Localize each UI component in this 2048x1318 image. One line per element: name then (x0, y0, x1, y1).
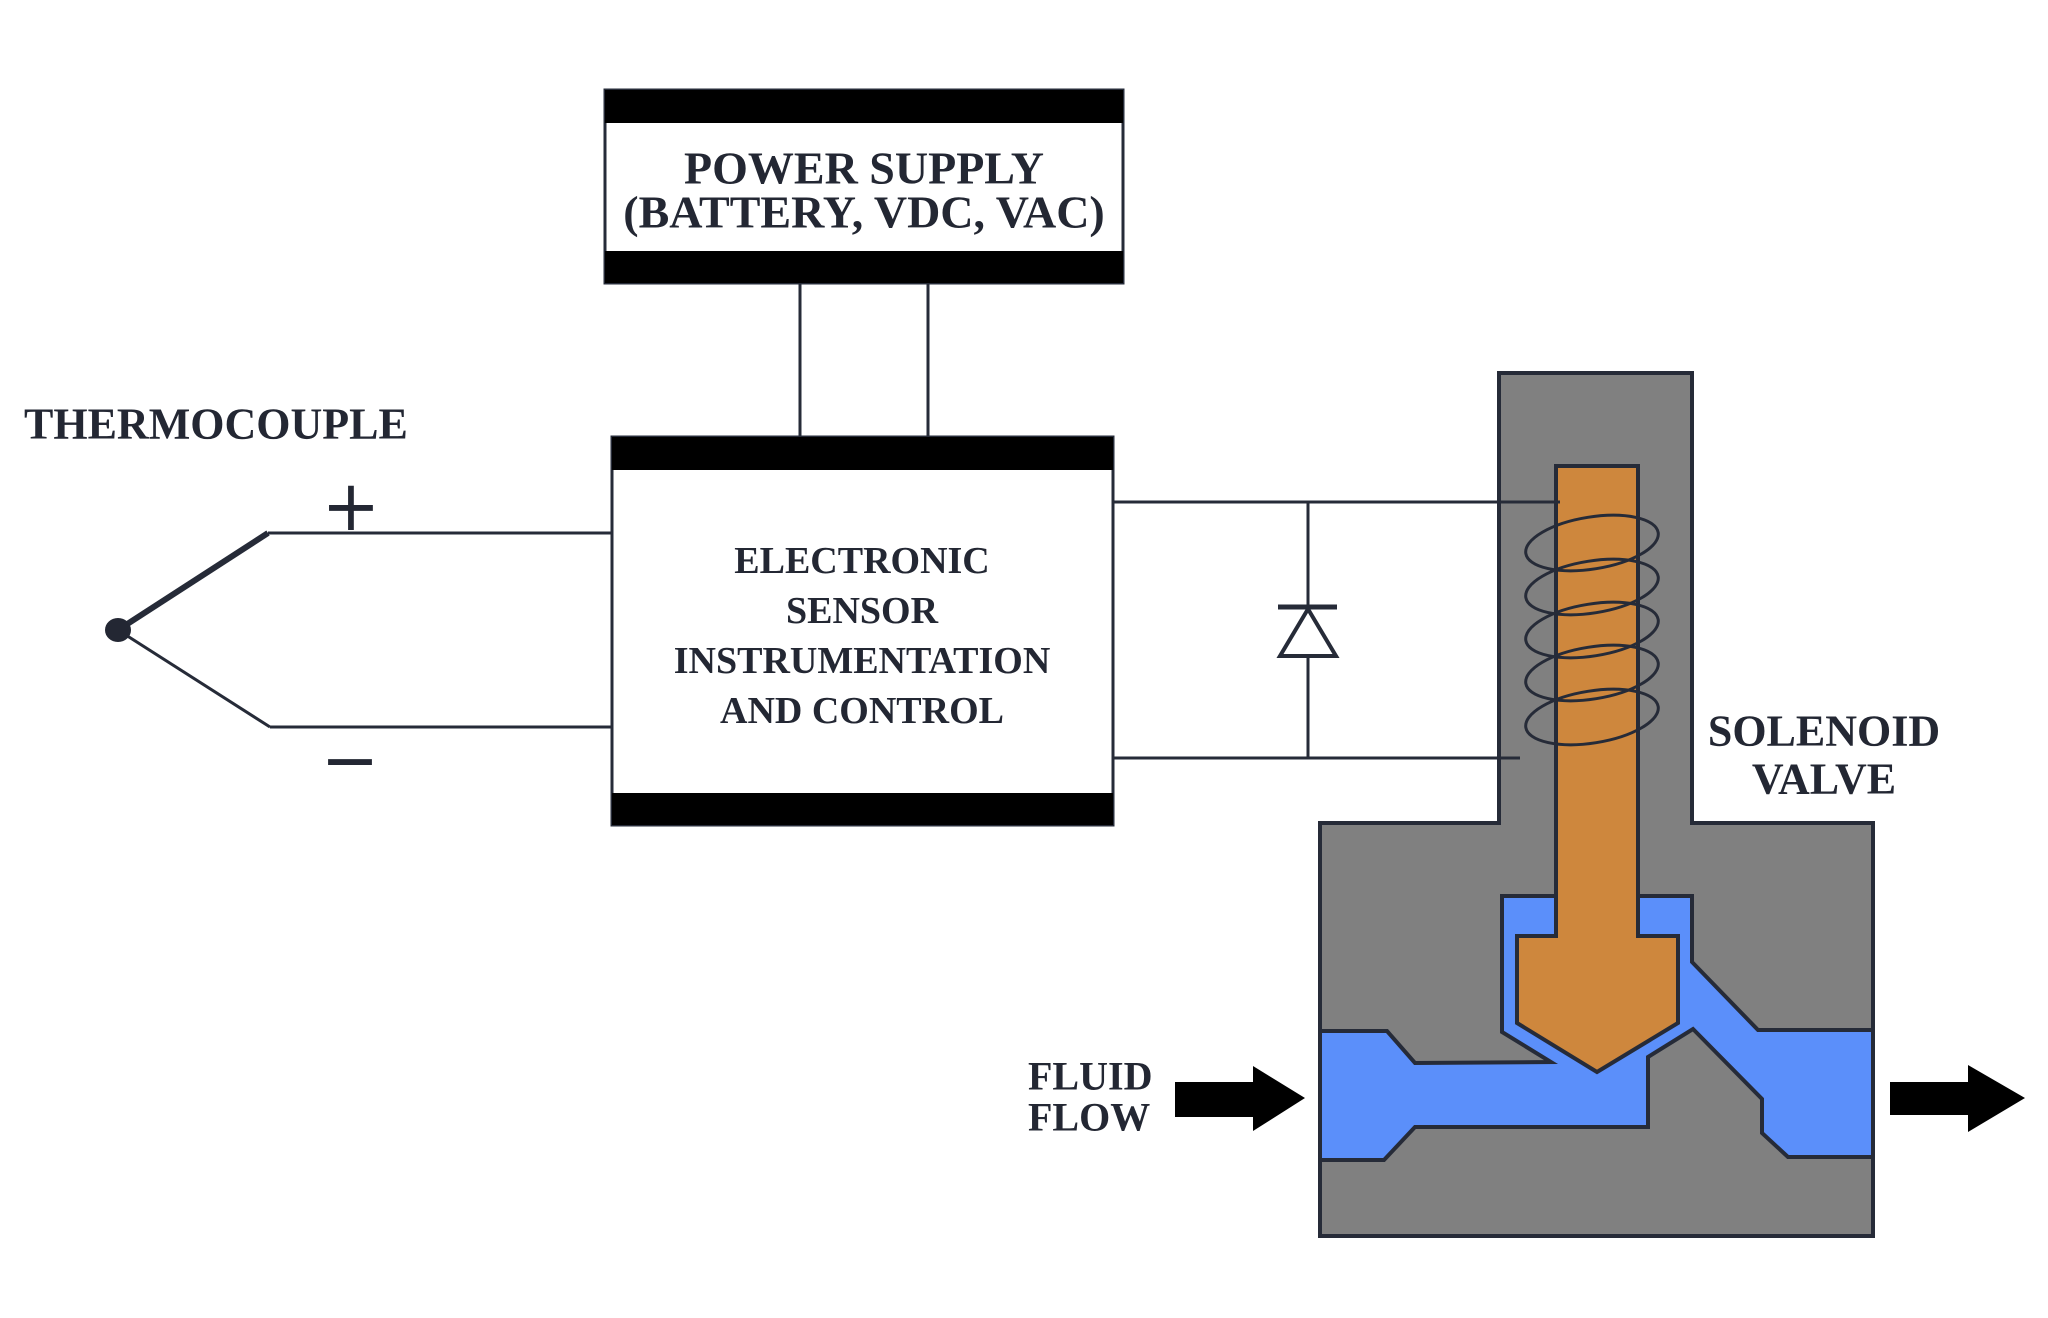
fluid-flow-out-arrow-icon (1890, 1065, 2025, 1132)
thermocouple-negative-leg (117, 628, 271, 729)
coil-turn (1524, 513, 1660, 573)
power-supply-bottom-bar (605, 251, 1123, 283)
diode-triangle (1276, 605, 1340, 658)
thermocouple-positive-leg (116, 530, 270, 633)
diode-icon (1276, 502, 1340, 758)
solenoid-valve-labels: SOLENOID VALVE (1708, 707, 1940, 804)
polarity-plus-sign: + (322, 465, 381, 547)
electronics-box: ELECTRONIC SENSOR INSTRUMENTATION AND CO… (610, 435, 1115, 827)
fluid-flow-label-line2: FLOW (1028, 1095, 1150, 1140)
power-wires (798, 283, 930, 437)
polarity-minus-sign: − (321, 719, 380, 801)
fluid-flow-group: FLUID FLOW (1028, 1054, 2025, 1140)
fluid-flow-label-line1: FLUID (1028, 1054, 1152, 1099)
thermocouple-leads (105, 530, 614, 729)
solenoid-plunger (1515, 464, 1680, 1075)
solenoid-valve-label-line2: VALVE (1752, 755, 1896, 804)
coil-turn (1524, 557, 1660, 617)
thermocouple-labels: THERMOCOUPLE + − (24, 400, 408, 802)
power-supply-box: POWER SUPPLY (BATTERY, VDC, VAC) (603, 88, 1125, 285)
solenoid-wires (1113, 500, 1560, 760)
coil-turn (1524, 600, 1660, 660)
solenoid-coil (1524, 513, 1660, 747)
power-supply-top-bar (605, 90, 1123, 123)
electronics-top-bar (612, 437, 1113, 470)
solenoid-valve-label-line1: SOLENOID (1708, 707, 1940, 756)
electronics-outline (610, 435, 1115, 827)
electronics-label-line2: SENSOR (786, 590, 939, 632)
electronics-label-line3: INSTRUMENTATION (674, 640, 1051, 682)
coil-turn (1524, 687, 1660, 747)
electronics-label-line4: AND CONTROL (720, 690, 1004, 732)
coil-turn (1524, 643, 1660, 703)
electronics-label-line1: ELECTRONIC (734, 540, 990, 582)
fluid-flow-in-arrow-icon (1175, 1066, 1305, 1131)
power-supply-title-line2: (BATTERY, VDC, VAC) (623, 187, 1105, 238)
power-supply-title-line1: POWER SUPPLY (684, 143, 1044, 194)
thermocouple-junction-dot (105, 618, 131, 642)
thermocouple-label: THERMOCOUPLE (24, 400, 408, 449)
electronics-bottom-bar (612, 793, 1113, 825)
